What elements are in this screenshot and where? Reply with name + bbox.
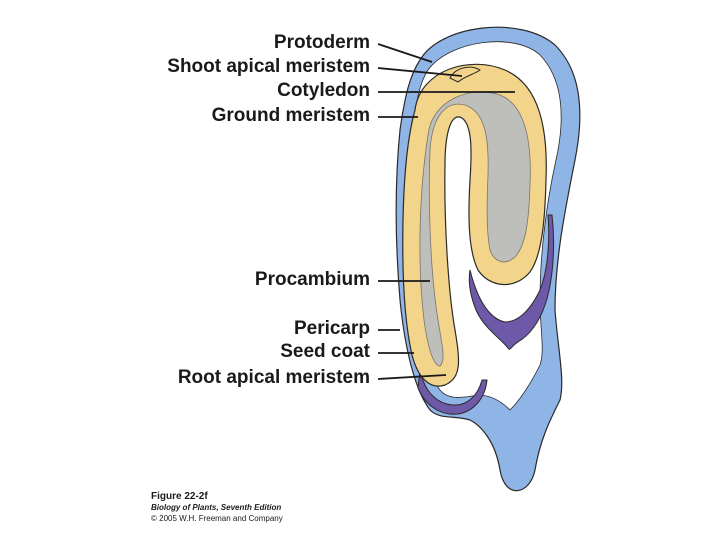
leader-root-apical-meristem [377,374,447,380]
shoot-apex-detail [449,66,481,83]
label-root-apical-meristem: Root apical meristem [177,367,370,388]
seed-coat-shape [468,214,555,350]
label-seed-coat: Seed coat [280,341,370,362]
leader-lines [377,43,515,380]
caption-figure-number: Figure 22-2f [151,491,208,502]
seed-coat-lower [417,369,488,415]
label-cotyledon: Cotyledon [277,80,370,101]
label-shoot-apical-meristem: Shoot apical meristem [167,56,370,77]
caption-book-title: Biology of Plants, Seventh Edition [151,503,282,512]
label-procambium: Procambium [254,269,370,290]
label-protoderm: Protoderm [273,32,370,53]
label-ground-meristem: Ground meristem [211,105,370,126]
procambium-shape [419,91,531,367]
caption-copyright: © 2005 W.H. Freeman and Company [151,514,283,523]
figure-caption: Figure 22-2f Biology of Plants, Seventh … [151,491,283,524]
leader-shoot-apical-meristem [377,67,463,77]
leader-protoderm [377,43,433,63]
label-pericarp: Pericarp [293,318,370,339]
